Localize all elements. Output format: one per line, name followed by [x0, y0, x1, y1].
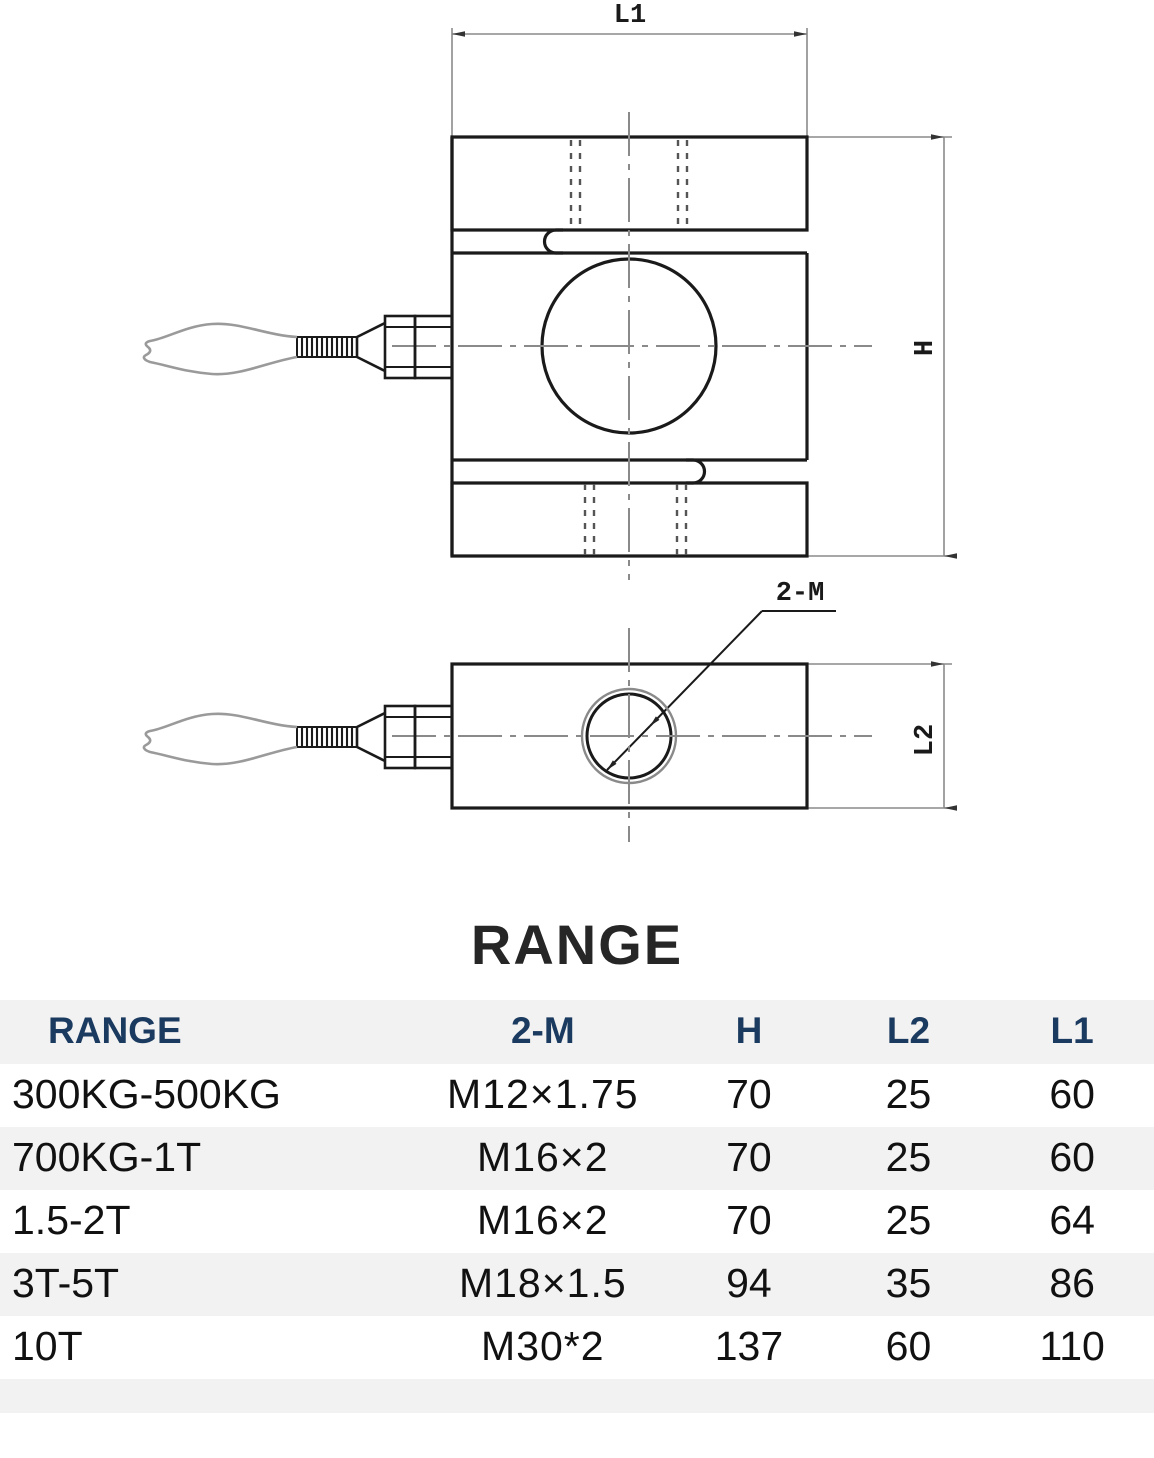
cell-l1: 60: [1049, 1071, 1095, 1117]
column-header-range: RANGE: [48, 1010, 182, 1051]
callout-2m: 2-M: [649, 579, 836, 727]
filler-cell: [990, 1379, 1154, 1413]
cell-thread: M12×1.75: [447, 1071, 639, 1117]
dim-label-l2: L2: [911, 724, 941, 756]
cell-l2: 25: [885, 1071, 932, 1117]
cell-l2: 25: [885, 1197, 932, 1243]
column-header-l2: L2: [886, 1010, 931, 1051]
filler-cell: [0, 1379, 414, 1413]
table-filler-row: [0, 1379, 1154, 1413]
cell-range: 1.5-2T: [12, 1197, 131, 1243]
cell-l1: 86: [1049, 1260, 1095, 1306]
cell-l2: 35: [885, 1260, 932, 1306]
column-header-2m: 2-M: [510, 1010, 575, 1051]
table-row: 1.5-2T M16×2 70 25 64: [0, 1190, 1154, 1253]
cable-gland-front: [142, 314, 454, 380]
dim-label-h: H: [911, 340, 941, 356]
cell-h: 70: [726, 1071, 772, 1117]
cell-l1: 60: [1049, 1134, 1095, 1180]
table-row: 300KG-500KG M12×1.75 70 25 60: [0, 1064, 1154, 1127]
cell-l2: 25: [885, 1134, 932, 1180]
side-view: 2-M L2: [142, 579, 957, 842]
cable-gland-side: [142, 704, 454, 770]
technical-drawing: L1 H: [142, 1, 957, 842]
cell-thread: M18×1.5: [458, 1260, 627, 1306]
table-header-row: RANGE 2-M H L2 L1: [0, 1000, 1154, 1064]
filler-cell: [414, 1379, 671, 1413]
cell-h: 137: [714, 1323, 784, 1369]
spec-table: RANGE 2-M H L2 L1 300KG-500KG M12×1.75 7…: [0, 1000, 1154, 1413]
relief-slot-upper: [542, 228, 563, 255]
filler-cell: [827, 1379, 991, 1413]
page-title: RANGE: [470, 913, 684, 976]
table-row: 700KG-1T M16×2 70 25 60: [0, 1127, 1154, 1190]
cell-h: 70: [726, 1134, 772, 1180]
filler-cell: [671, 1379, 826, 1413]
column-header-h: H: [735, 1010, 763, 1051]
cell-range: 300KG-500KG: [12, 1071, 281, 1117]
cell-l2: 60: [885, 1323, 932, 1369]
cell-l1: 64: [1049, 1197, 1095, 1243]
cell-range: 3T-5T: [12, 1260, 120, 1306]
cell-h: 94: [726, 1260, 772, 1306]
cell-h: 70: [726, 1197, 772, 1243]
hidden-lines-upper: [569, 140, 689, 229]
cell-thread: M16×2: [477, 1134, 609, 1180]
hidden-lines-lower: [583, 484, 688, 555]
centerlines-front: [392, 112, 872, 580]
table-row: 3T-5T M18×1.5 94 35 86: [0, 1253, 1154, 1316]
front-view: L1 H: [142, 1, 957, 580]
column-header-l1: L1: [1050, 1010, 1094, 1051]
table-row: 10T M30*2 137 60 110: [0, 1316, 1154, 1379]
cell-l1: 110: [1039, 1323, 1105, 1369]
dimension-l2: L2: [807, 661, 957, 811]
centerlines-side: [392, 628, 872, 842]
dimension-l1: L1: [451, 1, 808, 140]
dim-label-l1: L1: [614, 1, 646, 31]
cell-range: 700KG-1T: [12, 1134, 202, 1180]
cell-range: 10T: [12, 1323, 83, 1369]
cell-thread: M16×2: [477, 1197, 609, 1243]
dimension-h: H: [807, 134, 957, 559]
drawing-canvas: L1 H: [142, 1, 957, 842]
dim-label-2m: 2-M: [776, 579, 825, 609]
cell-thread: M30*2: [481, 1323, 605, 1369]
relief-slot-lower: [686, 458, 707, 485]
